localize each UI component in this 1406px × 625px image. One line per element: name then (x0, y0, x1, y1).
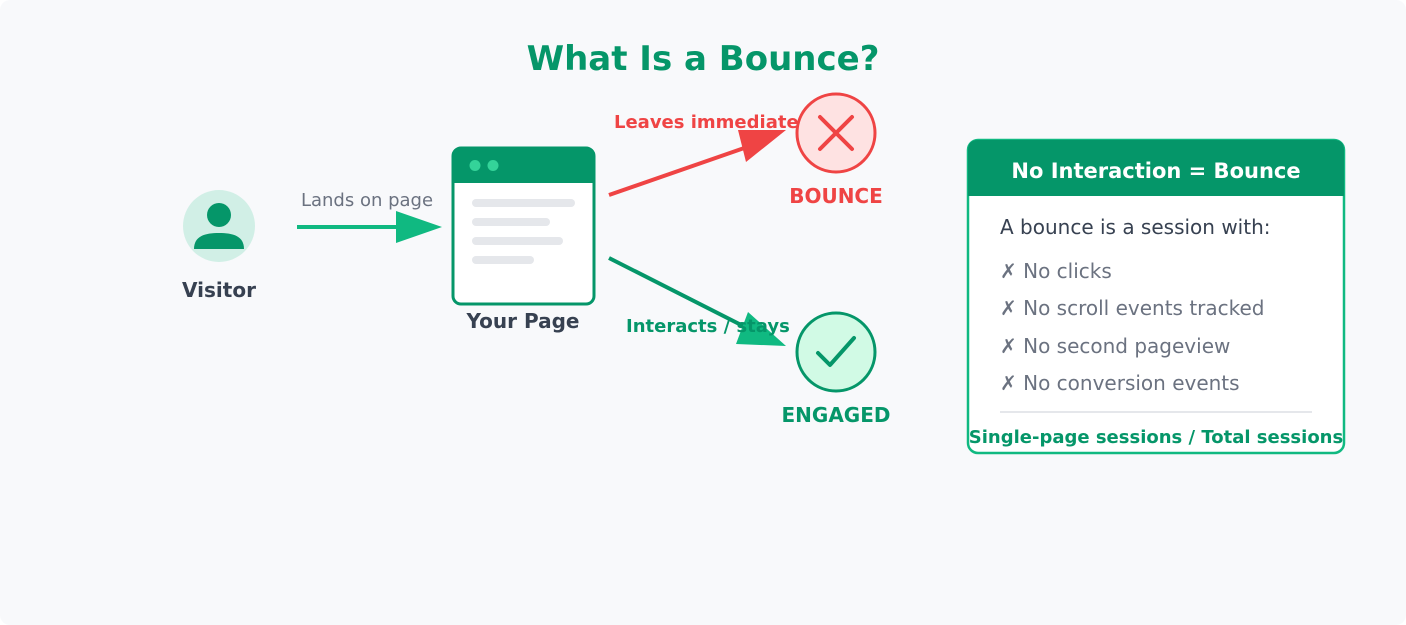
person-icon (183, 190, 255, 262)
checkmark-icon (795, 311, 877, 393)
bounce-path-label: Leaves immediately (614, 112, 817, 133)
card-item: ✗ No second pageview (1000, 334, 1230, 358)
page-label: Your Page (466, 309, 580, 333)
x-icon (795, 92, 877, 174)
bounce-arrow (608, 130, 786, 197)
lands-arrow (297, 211, 442, 243)
definition-card (966, 138, 1346, 455)
card-header: No Interaction = Bounce (1011, 159, 1300, 183)
card-item: ✗ No scroll events tracked (1000, 296, 1265, 320)
engaged-arrow (608, 256, 786, 346)
engaged-path-label: Interacts / stays (626, 316, 790, 337)
card-item: ✗ No conversion events (1000, 371, 1240, 395)
bounce-outcome-label: BOUNCE (789, 184, 883, 208)
diagram-title: What Is a Bounce? (527, 39, 880, 79)
card-formula: Single-page sessions / Total sessions (969, 427, 1343, 448)
card-intro: A bounce is a session with: (1000, 215, 1271, 239)
engaged-outcome-label: ENGAGED (782, 403, 891, 427)
card-item: ✗ No clicks (1000, 259, 1112, 283)
lands-label: Lands on page (301, 190, 433, 211)
browser-window-icon (451, 146, 596, 306)
visitor-label: Visitor (182, 278, 256, 302)
